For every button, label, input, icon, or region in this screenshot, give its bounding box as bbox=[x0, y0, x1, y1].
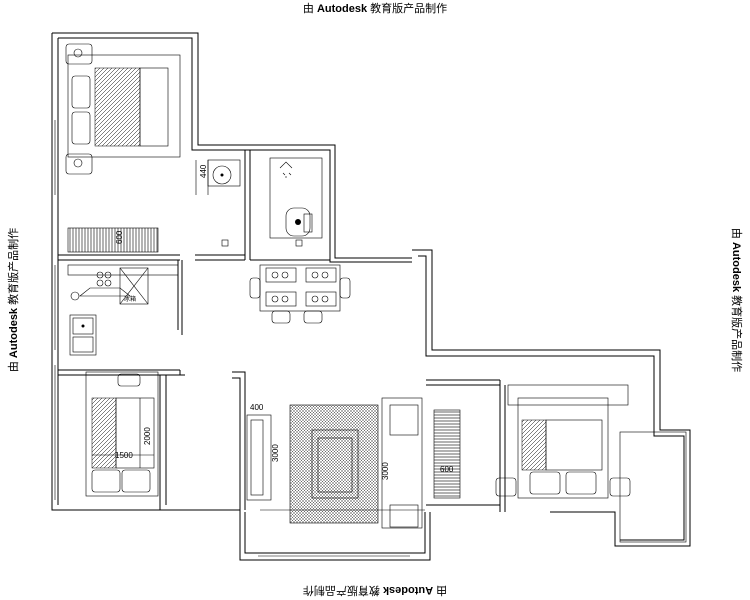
bedroom-bottom-left: 1500 2000 bbox=[85, 371, 159, 497]
fridge bbox=[119, 267, 149, 305]
range-hood-icon bbox=[79, 287, 131, 297]
basin-width-label: 440 bbox=[199, 164, 208, 178]
bedroom-top: 600 bbox=[65, 43, 181, 253]
tv-cabinet bbox=[246, 414, 272, 501]
wardrobe-right-depth-label: 600 bbox=[440, 465, 454, 474]
tv-wall-length-label: 3000 bbox=[271, 444, 280, 462]
sink-icon bbox=[69, 314, 97, 356]
wardrobe-right bbox=[433, 409, 461, 499]
shower-icon bbox=[279, 161, 293, 178]
sofa bbox=[381, 397, 423, 529]
bed-top bbox=[67, 54, 181, 158]
basin-icon bbox=[212, 165, 232, 185]
bed-right bbox=[517, 397, 609, 499]
bed-left-length-label: 2000 bbox=[143, 427, 152, 445]
headboard-right bbox=[507, 384, 629, 406]
dining-table bbox=[249, 264, 351, 324]
bed-left-width-label: 1500 bbox=[115, 451, 133, 460]
outer-walls bbox=[51, 32, 691, 561]
wardrobe-top bbox=[67, 227, 159, 253]
tv-cabinet-depth-label: 400 bbox=[250, 403, 264, 412]
sofa-length-label: 3000 bbox=[381, 462, 390, 480]
fridge-label: 冰箱 bbox=[124, 295, 136, 303]
coffee-table bbox=[311, 429, 359, 499]
interior-walls bbox=[58, 150, 506, 512]
living-rug bbox=[289, 404, 379, 524]
bathroom: 440 bbox=[195, 159, 313, 247]
kitchen: 冰箱 bbox=[67, 264, 179, 356]
living-room: 400 3000 3000 bbox=[246, 397, 425, 529]
toilet-icon bbox=[285, 207, 311, 237]
wardrobe-depth-label: 600 bbox=[115, 230, 124, 244]
bed-bottom-left bbox=[85, 371, 159, 497]
bedroom-right: 600 bbox=[433, 384, 631, 499]
watermark-top: 由 Autodesk 教育版产品制作 bbox=[302, 3, 448, 15]
